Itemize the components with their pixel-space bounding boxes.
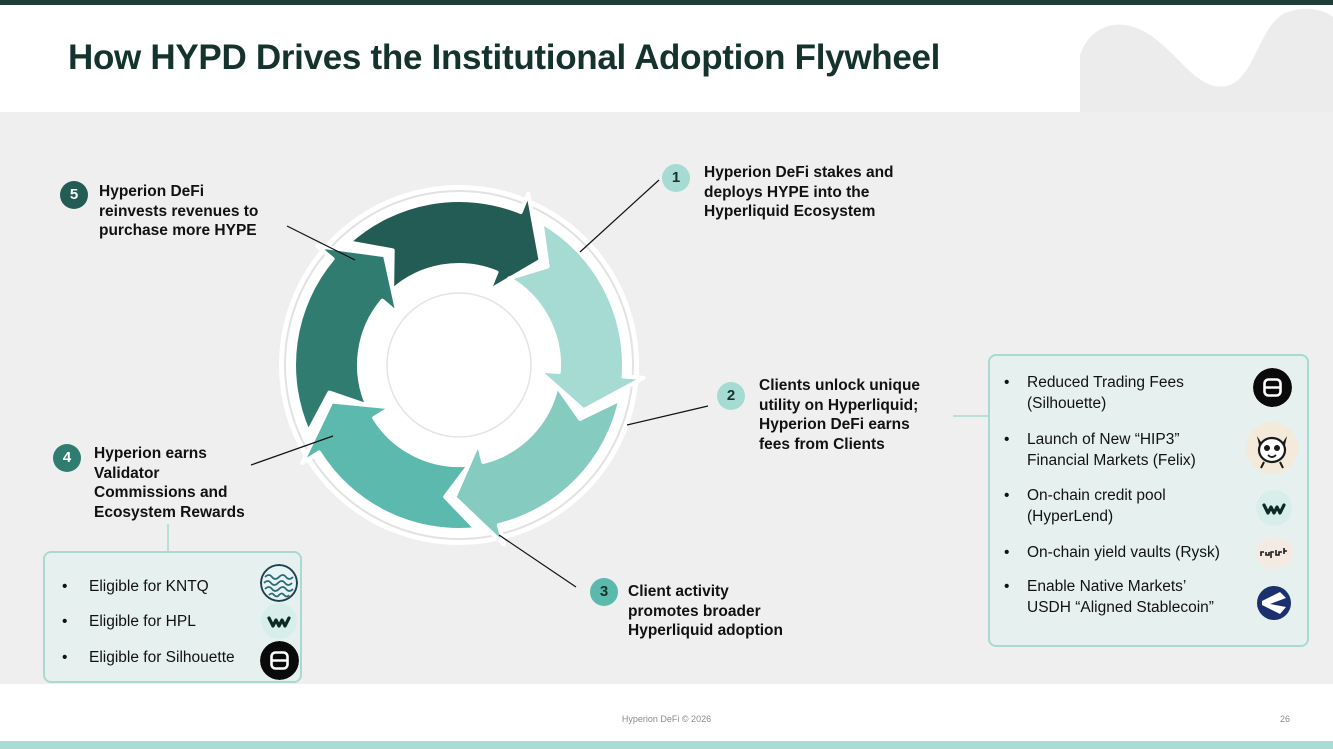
list-item-line: On-chain credit pool (1027, 487, 1166, 504)
list-item-text: Enable Native Markets’ USDH “Aligned Sta… (1027, 576, 1214, 618)
native-markets-logo-icon (1257, 586, 1291, 620)
step-4-badge: 4 (53, 444, 81, 472)
flywheel-cycle-diagram (279, 185, 646, 547)
kntq-logo-icon (260, 564, 298, 602)
bottom-accent-bar (0, 741, 1333, 749)
rysk-logo-icon (1255, 537, 1293, 569)
list-item-line: Enable Native Markets’ (1027, 578, 1187, 595)
step-2-description: Clients unlock unique utility on Hyperli… (759, 376, 920, 454)
step-3-line: Hyperliquid adoption (628, 622, 783, 639)
silhouette-logo-icon (1253, 368, 1292, 407)
list-item-text: Reduced Trading Fees (Silhouette) (1027, 372, 1184, 414)
step-2-badge: 2 (717, 382, 745, 410)
bullet: • (62, 613, 68, 630)
step-3-description: Client activity promotes broader Hyperli… (628, 582, 783, 641)
list-item-line: On-chain yield vaults (Rysk) (1027, 544, 1220, 561)
bullet: • (1004, 374, 1010, 391)
list-item-line: Financial Markets (Felix) (1027, 452, 1196, 469)
silhouette-logo-icon (260, 641, 299, 680)
list-item-text: Eligible for HPL (89, 613, 196, 630)
bullet: • (1004, 544, 1010, 561)
step-4-line: Commissions and (94, 484, 228, 501)
step-4-line: Ecosystem Rewards (94, 503, 245, 521)
step-4-line: Validator (94, 464, 160, 482)
step-1-number: 1 (671, 169, 681, 186)
bullet: • (62, 649, 68, 666)
list-item-line: (Silhouette) (1027, 395, 1107, 412)
page-number: 26 (1279, 714, 1290, 724)
list-item-line: Launch of New “HIP3” (1027, 431, 1180, 448)
step-2-line: Hyperion DeFi earns (759, 416, 910, 433)
step-1-line: Hyperliquid Ecosystem (704, 203, 876, 220)
step-1-arrow (507, 220, 646, 413)
step-5-line: purchase more HYPE (99, 222, 257, 239)
list-item-text: Eligible for Silhouette (89, 649, 235, 666)
hyperlend-logo-icon (1256, 490, 1292, 526)
cycle-center (381, 287, 537, 443)
step-1-badge: 1 (662, 164, 690, 192)
step-1-description: Hyperion DeFi stakes and deploys HYPE in… (704, 163, 894, 222)
list-item-line: (HyperLend) (1027, 508, 1114, 525)
list-item-line: Reduced Trading Fees (1027, 374, 1184, 391)
step-1-line: Hyperion DeFi stakes and (704, 164, 894, 181)
hyperlend-logo-icon (261, 603, 297, 639)
bullet: • (1004, 578, 1010, 595)
list-item-text: Eligible for KNTQ (89, 578, 209, 595)
step-2-line: utility on Hyperliquid; (759, 396, 919, 414)
client-utility-box: • Reduced Trading Fees (Silhouette) • La… (988, 354, 1309, 647)
step-5-badge: 5 (60, 181, 88, 209)
footer-copyright: Hyperion DeFi © 2026 (621, 714, 712, 724)
step-4-description: Hyperion earns Validator Commissions and… (94, 444, 245, 522)
top-accent-bar (0, 0, 1333, 5)
step-2-line: Clients unlock unique (759, 377, 921, 394)
list-item-text: Launch of New “HIP3” Financial Markets (… (1027, 429, 1196, 471)
step-1-line: deploys HYPE into the (704, 183, 870, 201)
decorative-wave-shape (1080, 8, 1333, 113)
list-item-text: On-chain credit pool (HyperLend) (1027, 485, 1166, 527)
list-item-line: USDH “Aligned Stablecoin” (1027, 599, 1214, 616)
bullet: • (1004, 487, 1010, 504)
cycle-inner-ring (386, 292, 532, 438)
step-3-number: 3 (599, 583, 609, 600)
step-5-number: 5 (69, 186, 79, 203)
step-4-number: 4 (62, 449, 72, 466)
bullet: • (1004, 431, 1010, 448)
felix-logo-icon (1246, 422, 1298, 474)
list-item-text: On-chain yield vaults (Rysk) (1027, 542, 1220, 563)
step-5-line: Hyperion DeFi (99, 183, 205, 200)
step-2-number: 2 (726, 387, 736, 404)
step-5-description: Hyperion DeFi reinvests revenues to purc… (99, 182, 258, 241)
bullet: • (62, 578, 68, 595)
validator-rewards-box: • Eligible for KNTQ • Eligible for HPL •… (43, 551, 302, 683)
step-3-badge: 3 (590, 578, 618, 606)
step-3-line: promotes broader (628, 602, 761, 620)
step-5-line: reinvests revenues to (99, 202, 259, 220)
step-2-line: fees from Clients (759, 435, 885, 453)
step-5-arrow (346, 191, 543, 293)
cycle-outer-ring (284, 190, 634, 540)
step-3-line: Client activity (628, 583, 729, 600)
step-4-line: Hyperion earns (94, 445, 207, 462)
page-title: How HYPD Drives the Institutional Adopti… (68, 38, 941, 77)
